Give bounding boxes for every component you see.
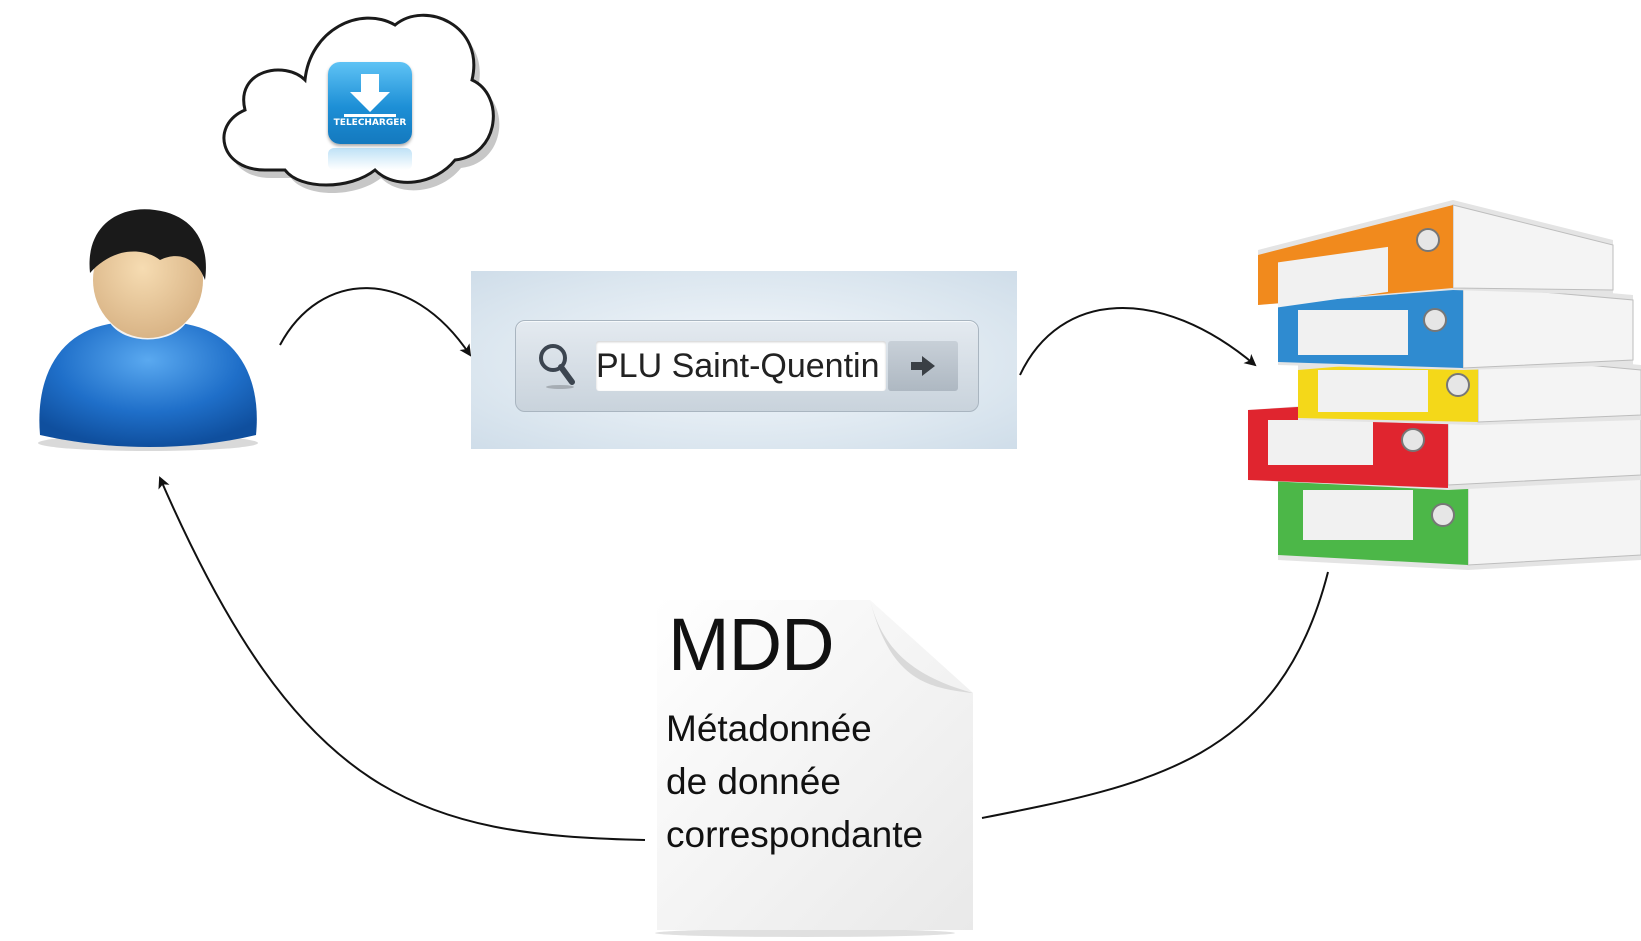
arrow-document-to-user <box>158 476 646 841</box>
search-input[interactable]: PLU Saint-Quentin <box>596 341 886 391</box>
download-button[interactable]: TELECHARGER <box>328 62 412 144</box>
search-submit-button[interactable] <box>888 341 958 391</box>
arrow-right-icon <box>911 356 935 376</box>
document-description-line: Métadonnée <box>666 708 872 749</box>
document-description-line: de donnée <box>666 761 841 802</box>
download-arrow-icon <box>344 74 396 117</box>
document-icon <box>655 600 973 937</box>
orange-binder <box>1258 200 1614 308</box>
arrow-user-to-search <box>279 287 472 357</box>
document-description-line: correspondante <box>666 814 924 855</box>
document-description: Métadonnée de donnée correspondante <box>666 702 986 861</box>
green-binder <box>1278 460 1641 570</box>
document-title: MDD <box>668 603 835 686</box>
user-avatar-icon <box>38 209 258 451</box>
arrow-database-to-document <box>981 571 1329 819</box>
search-icon[interactable] <box>532 340 582 392</box>
blue-binder <box>1278 280 1634 370</box>
download-button-reflection <box>328 148 412 170</box>
yellow-binder <box>1298 350 1641 425</box>
arrow-search-to-database <box>1019 307 1257 376</box>
binders-database-icon <box>1248 200 1641 570</box>
download-button-label: TELECHARGER <box>333 118 407 128</box>
